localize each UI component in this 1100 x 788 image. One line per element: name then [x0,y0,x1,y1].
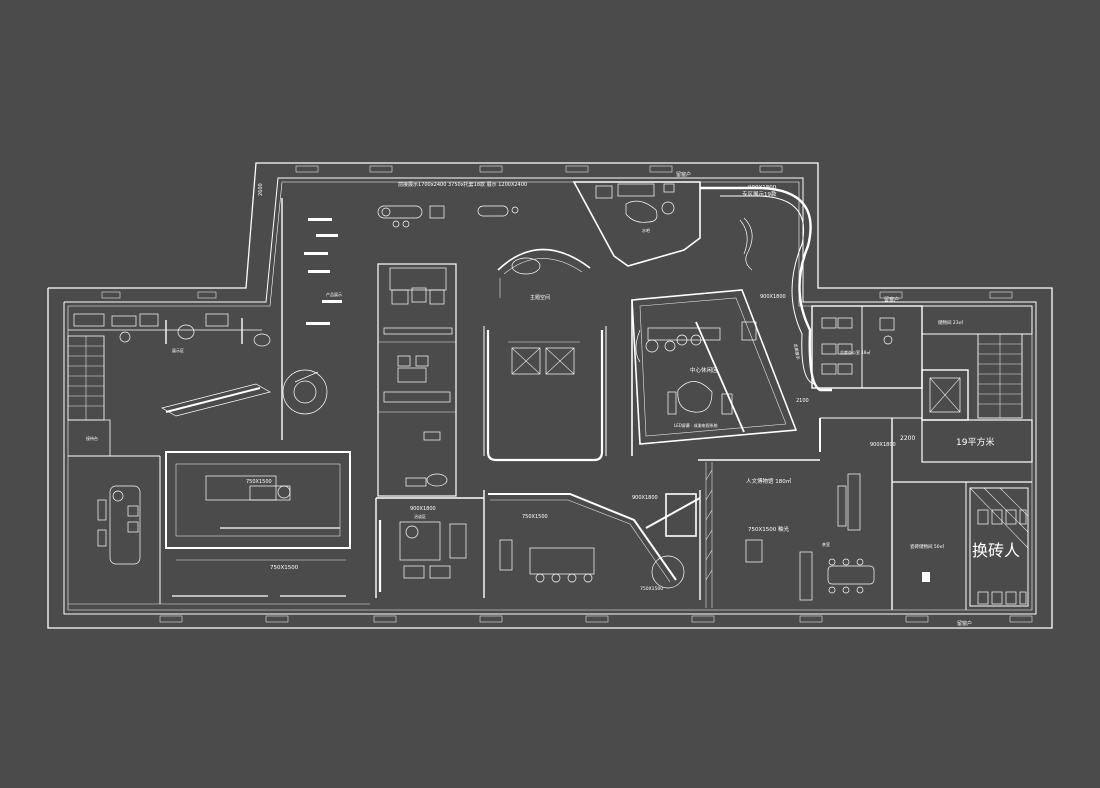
label-main-space: 主题空间 [530,294,550,301]
label-tile-mid2: 750X1500 [522,514,548,520]
exterior-walls [47,162,1053,629]
label-north-window-mid: 留窗户 [676,171,691,178]
south-rooms [375,490,701,600]
label-tile-gallery: 900X1800 [870,442,896,448]
label-dim-2200: 2200 [900,435,915,442]
label-top-banner: 前接展示1700x2400 3750x托套18款 展示 1200X2400 [398,181,527,188]
plan-labels: 前接展示1700x2400 3750x托套18款 展示 1200X2400 留窗… [86,171,1020,627]
label-storage-1: 储物间 23㎡ [938,319,964,326]
label-tile-round: 750X1500 [640,586,663,592]
label-north-window-right: 留窗户 [884,296,899,303]
label-tile-mid: 900X1800 [410,506,436,512]
label-tile-mid-right: 900X1800 [632,495,658,501]
label-area-19: 19平方米 [956,436,994,448]
right-wing [698,305,1033,610]
angled-rooms [572,181,832,456]
label-zone-19: 专区展示19款 [742,190,777,198]
label-product-display: 产品展示 [326,291,342,297]
label-led-note: LED屏幕 · 成渝电视系统 [674,422,718,428]
label-tile-bottom-left: 750X1500 [270,565,299,571]
label-tile-left: 750X1500 [246,479,272,485]
label-tile-yuguang: 750X1500 釉光 [748,525,790,533]
label-restroom-sign: 换砖人 [972,541,1020,560]
label-office: 总裁办公室 18㎡ [840,349,870,355]
label-dim-2100: 2100 [796,398,809,404]
label-tea-room: 茶室 [822,541,830,547]
label-tile-top: 900X1800 [748,185,777,191]
label-negotiation: 洽谈区 [414,513,426,519]
label-dim-2600: 2600 [258,183,264,196]
label-tile-curve: 900X1800 [760,294,786,300]
label-exhibit-area: 展示区 [172,347,184,353]
label-reception: 接待台 [86,435,98,441]
label-central-lounge: 中心休闲区 [690,366,718,374]
label-water-bar: 水吧 [642,227,650,233]
upper-center [281,198,607,497]
label-humanities: 人文博物馆 180㎡ [746,477,792,485]
label-south-window: 留窗户 [957,620,972,627]
label-storage-2: 瓷砖储物间 50㎡ [910,543,945,550]
left-wing [67,313,370,605]
label-corridor-display: 走廊展示 [793,343,802,360]
window-markers [101,165,1033,623]
